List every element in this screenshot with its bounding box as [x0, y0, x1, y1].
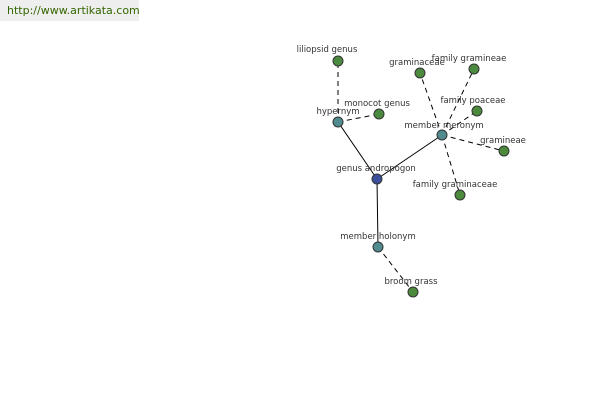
source-url-bar: http://www.artikata.com — [0, 0, 140, 21]
node-label-family-poaceae[interactable]: family poaceae — [440, 96, 505, 106]
node-marker-center[interactable] — [371, 173, 383, 185]
source-url-link[interactable]: http://www.artikata.com — [7, 4, 140, 17]
node-label-hypernym[interactable]: hypernym — [316, 107, 359, 117]
node-family-gramineae[interactable]: family gramineae — [432, 54, 507, 75]
node-marker-broom-grass[interactable] — [407, 286, 419, 298]
edge-member-meronym-to-family-gramineae — [441, 68, 475, 136]
node-label-liliopsid-genus[interactable]: liliopsid genus — [297, 45, 358, 55]
edge-center-to-member-holonym — [376, 178, 379, 248]
node-liliopsid-genus[interactable]: liliopsid genus — [297, 45, 358, 67]
node-marker-family-gramineae[interactable] — [468, 63, 480, 75]
node-graminaceae[interactable]: graminaceae — [389, 58, 445, 79]
node-family-graminaceae[interactable]: family graminaceae — [413, 180, 498, 201]
edge-member-meronym-to-family-graminaceae — [441, 134, 461, 196]
node-label-monocot-genus[interactable]: monocot genus — [344, 99, 410, 109]
edge-member-meronym-to-family-poaceae — [441, 110, 478, 136]
node-hypernym[interactable]: hypernym — [316, 107, 360, 128]
node-member-meronym[interactable]: member meronym — [404, 121, 484, 141]
node-label-broom-grass[interactable]: broom grass — [384, 277, 438, 287]
edge-member-meronym-to-graminaceae — [419, 72, 443, 136]
node-marker-graminaceae[interactable] — [414, 67, 426, 79]
graph-nodes: genus andropogon hypernym member meronym me… — [297, 45, 526, 298]
edge-center-to-hypernym — [337, 121, 378, 180]
node-family-poaceae[interactable]: family poaceae — [440, 96, 506, 117]
node-marker-member-holonym[interactable] — [372, 241, 384, 253]
node-broom-grass[interactable]: broom grass — [384, 277, 438, 298]
node-marker-member-meronym[interactable] — [436, 129, 448, 141]
node-marker-liliopsid-genus[interactable] — [332, 55, 344, 67]
edge-member-meronym-to-gramineae — [441, 134, 505, 152]
node-marker-hypernym[interactable] — [332, 116, 344, 128]
node-marker-gramineae[interactable] — [498, 145, 510, 157]
node-gramineae[interactable]: gramineae — [480, 136, 526, 157]
node-marker-monocot-genus[interactable] — [373, 108, 385, 120]
node-center[interactable]: genus andropogon — [336, 164, 416, 185]
node-label-gramineae[interactable]: gramineae — [480, 136, 526, 146]
edge-member-holonym-to-broom-grass — [377, 246, 414, 293]
node-marker-family-graminaceae[interactable] — [454, 189, 466, 201]
node-member-holonym[interactable]: member holonym — [340, 232, 416, 253]
node-label-graminaceae[interactable]: graminaceae — [389, 58, 445, 68]
node-label-member-holonym[interactable]: member holonym — [340, 232, 415, 242]
node-label-member-meronym[interactable]: member meronym — [404, 121, 483, 131]
graph-edges — [337, 61, 505, 293]
node-monocot-genus[interactable]: monocot genus — [344, 99, 410, 120]
node-label-family-graminaceae[interactable]: family graminaceae — [413, 180, 498, 190]
edge-center-to-member-meronym — [376, 134, 443, 180]
node-label-center[interactable]: genus andropogon — [336, 164, 416, 174]
edge-hypernym-to-monocot-genus — [337, 113, 380, 123]
node-label-family-gramineae[interactable]: family gramineae — [432, 54, 507, 64]
node-marker-family-poaceae[interactable] — [471, 105, 483, 117]
